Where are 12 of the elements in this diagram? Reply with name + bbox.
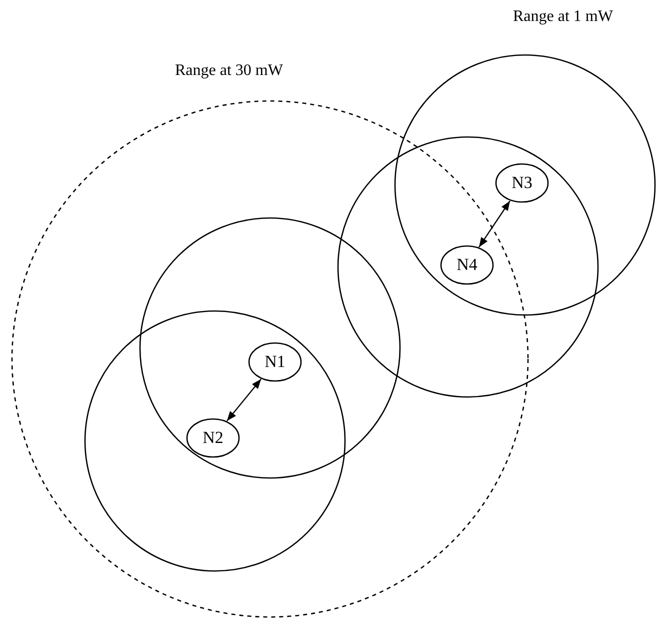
range-label: Range at 30 mW bbox=[175, 62, 283, 80]
node-label: N2 bbox=[202, 428, 224, 448]
node-label: N4 bbox=[456, 255, 478, 275]
node-label: N3 bbox=[512, 173, 532, 193]
node-ellipse bbox=[440, 245, 494, 285]
node-ellipse bbox=[248, 342, 302, 382]
double-arrow bbox=[226, 378, 262, 422]
double-arrow bbox=[478, 200, 510, 248]
node-ellipse bbox=[186, 418, 240, 458]
node-ellipse bbox=[495, 163, 549, 203]
range-label: Range at 1 mW bbox=[513, 8, 613, 26]
node-label: N1 bbox=[264, 352, 286, 372]
